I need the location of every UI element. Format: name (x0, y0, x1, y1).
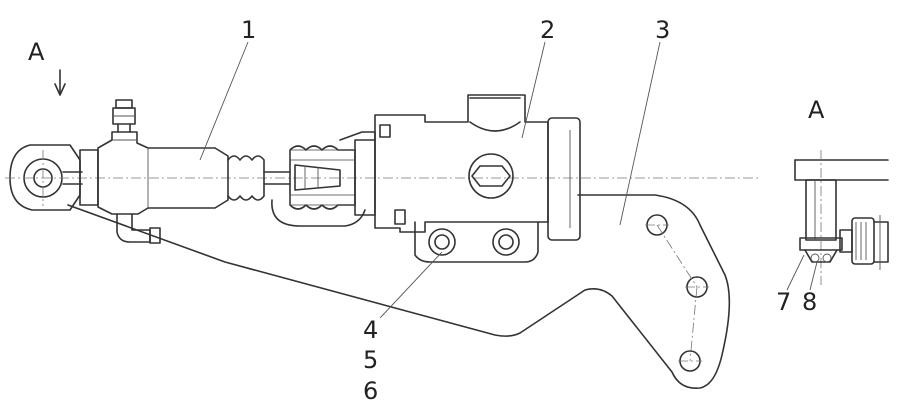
view-arrow (54, 69, 66, 96)
callout-7: 7 (776, 288, 791, 316)
inset-label: A (808, 96, 825, 124)
rubber-boot (227, 155, 291, 201)
callout-5: 5 (363, 346, 378, 374)
rod-end-eye (5, 144, 760, 211)
valve-body (374, 94, 581, 263)
callout-2: 2 (540, 16, 555, 44)
inset-view-a (794, 150, 889, 285)
leader-lines (199, 41, 818, 319)
cylinder-body (79, 99, 229, 244)
callout-3: 3 (655, 16, 670, 44)
mounting-bracket (67, 194, 731, 389)
callout-4: 4 (363, 316, 378, 344)
view-label: A (28, 38, 45, 66)
callout-8: 8 (802, 288, 817, 316)
sectioned-bellows (271, 131, 376, 227)
callout-1: 1 (241, 16, 256, 44)
callout-6: 6 (363, 377, 378, 405)
